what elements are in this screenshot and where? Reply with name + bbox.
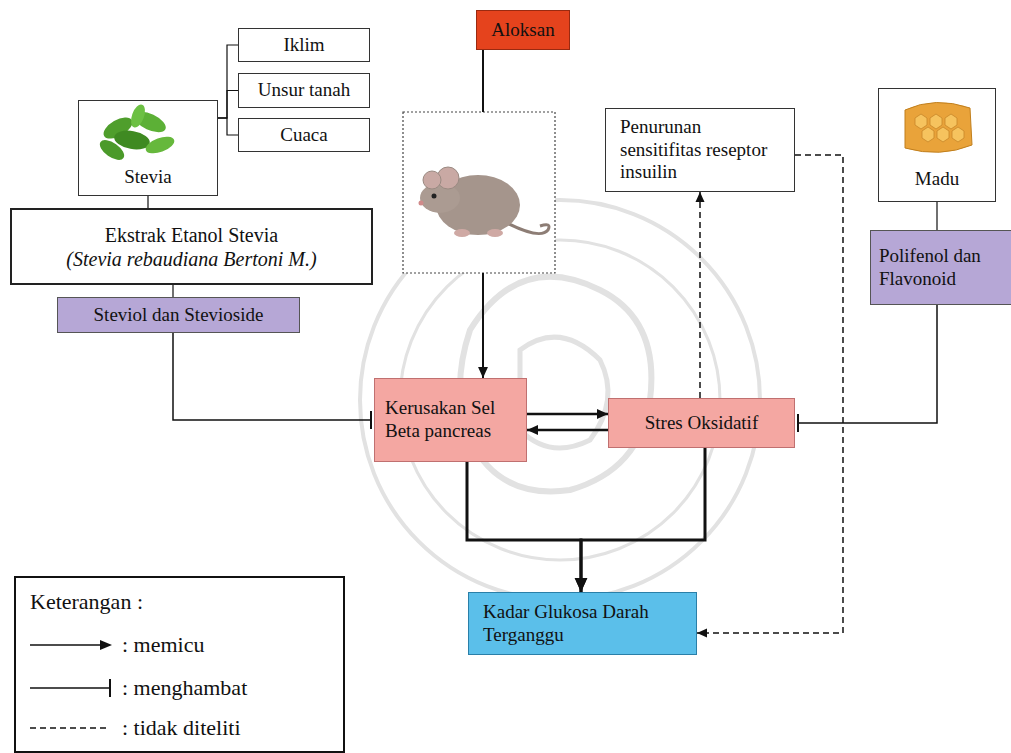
extract-box: Ekstrak Etanol Stevia(Stevia rebaudiana … <box>10 208 373 285</box>
compound-box: Steviol dan Stevioside <box>57 297 300 333</box>
node-text: Stres Oksidatif <box>615 412 788 435</box>
connector-line <box>218 118 238 135</box>
connector <box>798 305 937 432</box>
honeycomb <box>905 102 972 152</box>
connector-line <box>218 91 238 119</box>
legend-title: Keterangan : <box>30 590 143 614</box>
connector <box>937 202 938 230</box>
node-text: Stevia <box>85 166 211 189</box>
connector <box>173 333 371 429</box>
arrow-head <box>575 578 588 592</box>
connector-line <box>699 192 701 398</box>
plant-box: Stevia <box>78 100 218 196</box>
connector-line <box>147 196 148 208</box>
node-text: Cuaca <box>245 124 363 147</box>
stevia-leaves <box>97 103 177 164</box>
connector-line <box>172 285 173 297</box>
connector <box>697 155 843 638</box>
connector <box>173 285 174 297</box>
connector <box>527 409 608 419</box>
node-text: Unsur tanah <box>245 79 363 102</box>
connector-line <box>936 202 937 230</box>
connector-line <box>798 305 937 423</box>
inhibit-bar <box>370 411 372 429</box>
connector <box>575 448 705 592</box>
legend-inhibit-line <box>30 687 110 689</box>
mouse-ear <box>423 171 441 189</box>
connector <box>478 50 488 378</box>
legend-text: : tidak diteliti <box>122 716 241 740</box>
connector-line <box>581 448 705 592</box>
node-text: Penurunan sensitifitas reseptor insuilin <box>620 116 784 184</box>
connector <box>218 91 238 119</box>
legend-text: : menghambat <box>122 676 247 700</box>
connector-line <box>482 50 484 378</box>
honeycomb-picture <box>905 102 972 152</box>
connector-line <box>527 413 608 416</box>
factor-box: Unsur tanah <box>238 73 370 108</box>
honeycomb-cells <box>915 114 964 142</box>
legend-arrow-line <box>30 644 104 646</box>
seal-emblem <box>520 337 608 448</box>
connector-line <box>467 462 581 592</box>
legend-samples <box>30 640 112 728</box>
arrow-head <box>696 192 705 202</box>
node-text: Steviol dan Stevioside <box>64 304 293 327</box>
factor-box: Cuaca <box>238 118 370 152</box>
mouse-foot <box>487 229 503 237</box>
arrow-head <box>575 578 588 592</box>
connector <box>218 45 238 118</box>
legend-inhibit-bar <box>109 679 111 697</box>
connector-line <box>218 45 238 118</box>
mouse-nose <box>419 201 424 206</box>
arrow-head <box>697 629 707 638</box>
mouse-picture <box>419 167 550 237</box>
legend-box: Keterangan :: memicu: menghambat: tidak … <box>14 576 345 753</box>
node-text: Polifenol dan Flavonoid <box>879 245 1007 291</box>
compound-box: Polifenol dan Flavonoid <box>870 230 1011 305</box>
node-text: Ekstrak Etanol Stevia <box>20 223 363 247</box>
factor-box: Iklim <box>238 28 370 62</box>
arrow-head <box>597 409 608 419</box>
process-box: Stres Oksidatif <box>608 398 795 448</box>
connector <box>218 118 238 135</box>
leaf <box>128 103 147 130</box>
node-text: Kerusakan Sel Beta pancreas <box>385 397 520 443</box>
legend-text: : memicu <box>122 633 204 657</box>
connector-line <box>697 155 843 633</box>
connector-line <box>527 429 608 432</box>
mouse-tail <box>505 222 549 234</box>
legend-dashed-line <box>30 727 110 729</box>
inhibit-bar <box>797 414 799 432</box>
legend-arrow-head <box>100 640 112 650</box>
arrow-head <box>478 367 488 378</box>
node-text: Madu <box>885 168 989 191</box>
connector <box>527 425 608 435</box>
arrow-head <box>527 425 538 435</box>
effect-box: Penurunan sensitifitas reseptor insuilin <box>605 108 795 192</box>
node-text: Aloksan <box>481 19 565 42</box>
honey-box: Madu <box>878 88 996 202</box>
connector <box>467 462 587 592</box>
node-text: Kadar Glukosa Darah Terganggu <box>483 601 688 647</box>
connector-line <box>173 333 371 420</box>
leaf <box>144 133 177 156</box>
outcome-box: Kadar Glukosa Darah Terganggu <box>468 592 697 655</box>
mouse-frame <box>403 112 555 273</box>
connector <box>696 192 705 398</box>
mouse-foot <box>454 229 470 237</box>
node-text: Iklim <box>245 34 363 57</box>
inducer-box: Aloksan <box>476 10 570 50</box>
process-box: Kerusakan Sel Beta pancreas <box>374 378 527 462</box>
node-text: (Stevia rebaudiana Bertoni M.) <box>20 247 363 271</box>
mouse-eye <box>432 194 437 199</box>
leaf <box>97 136 128 164</box>
connector <box>148 196 149 208</box>
